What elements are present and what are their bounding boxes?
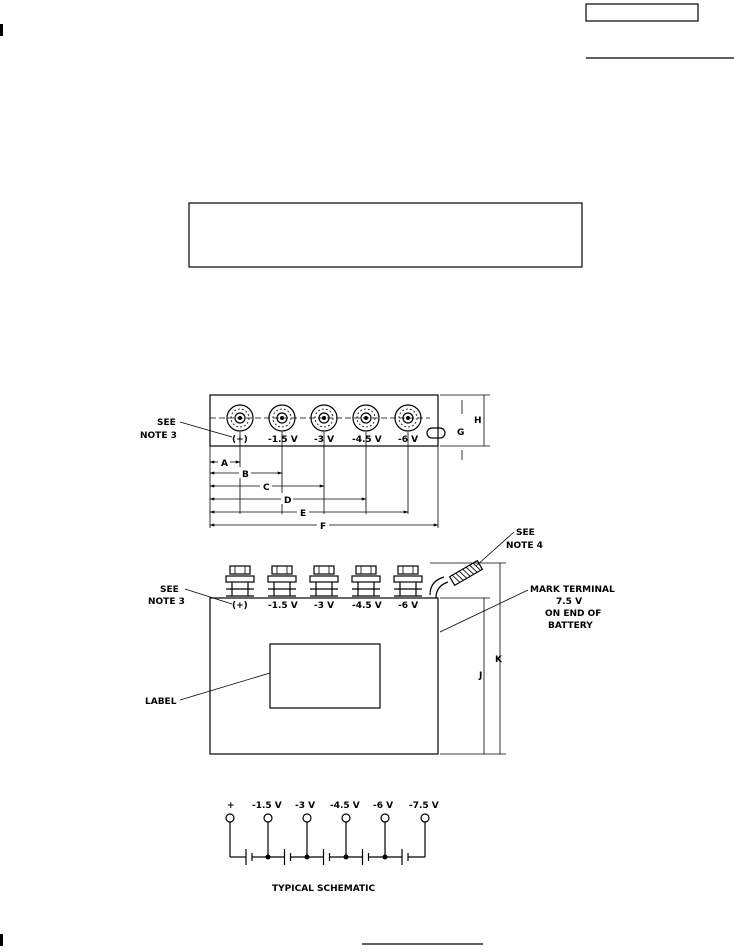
top-terminal-4 [394,404,422,432]
typical-schematic: + -1.5 V -3 V -4.5 V -6 V -7.5 V TYPICAL SCHE… [225,801,439,894]
schematic-caption: TYPICAL SCHEMATIC [272,884,376,894]
front-terminal-4 [393,565,423,597]
top-terminal-0 [226,404,254,432]
top-terminal-label-3: -4.5 V [352,435,382,445]
top-terminal-label-1: -1.5 V [268,435,298,445]
front-terminal-2 [309,565,339,597]
dim-bg-5 [317,519,329,530]
see-note-3-side-line1: SEE [160,585,179,595]
label-area [269,643,381,709]
schematic-node-3 [341,813,351,823]
schematic-label-3: -4.5 V [330,801,360,811]
see-note-4-line1: SEE [516,528,535,538]
mark-terminal-line4: BATTERY [548,621,593,631]
see-note-4-leader [475,531,515,567]
schematic-cell-4 [385,849,425,865]
title-box [188,202,583,268]
schematic-cell-3 [346,849,385,865]
schematic-node-5 [420,813,430,823]
mark-terminal-line2: 7.5 V [556,597,582,607]
dim-bg-4 [297,506,309,517]
schematic-label-0: + [227,801,235,811]
dim-d-letter: D [284,496,291,506]
front-terminal-3 [351,565,381,597]
schematic-label-1: -1.5 V [252,801,282,811]
dim-bg-2 [260,480,272,491]
left-margin-bar-bottom [0,934,3,946]
vent-slot [426,427,446,439]
schematic-cell-0 [230,849,268,865]
dim-j-letter: J [478,671,482,681]
front-terminal-label-2: -3 V [314,601,334,611]
left-margin-bar-top [0,24,3,36]
dim-bg-0 [218,456,230,467]
schematic-label-2: -3 V [295,801,315,811]
schematic-cell-1 [268,849,307,865]
front-view: (+) -1.5 V -3 V -4.5 V -6 V SEE NOTE 3 SEE N… [145,528,615,755]
front-terminal-label-4: -6 V [398,601,418,611]
schematic-node-4 [380,813,390,823]
top-terminal-1 [268,404,296,432]
mark-terminal-line3: ON END OF [545,609,601,619]
label-leader [179,672,271,701]
see-note-3-top-leader [179,421,233,438]
schematic-node-0 [225,813,235,823]
dim-b-letter: B [242,470,249,480]
front-terminal-0 [225,565,255,597]
top-terminal-2 [310,404,338,432]
see-note-3-side-leader [184,588,233,605]
dim-h-letter: H [474,416,482,426]
dim-f-letter: F [320,522,326,532]
front-terminal-label-1: -1.5 V [268,601,298,611]
top-view: SEE NOTE 3 (+)-1.5 V-3 V-4.5 V-6 V ABCDE… [140,394,490,532]
see-note-3-top-line1: SEE [157,418,176,428]
see-note-3-top-line2: NOTE 3 [140,431,177,441]
see-note-4-line2: NOTE 4 [506,541,543,551]
page-number-box [585,3,699,22]
dim-bg-1 [239,467,251,478]
front-terminal-1 [267,565,297,597]
front-terminal-label-0: (+) [232,601,248,611]
terminal-7-5v [429,559,484,599]
front-terminal-label-3: -4.5 V [352,601,382,611]
dim-g-letter: G [457,428,464,438]
label-callout: LABEL [145,697,177,707]
dim-c-letter: C [263,483,270,493]
schematic-label-5: -7.5 V [409,801,439,811]
schematic-cell-2 [307,849,346,865]
schematic-node-1 [263,813,273,823]
top-terminal-3 [352,404,380,432]
schematic-label-4: -6 V [373,801,393,811]
schematic-node-2 [302,813,312,823]
see-note-3-side-line2: NOTE 3 [148,597,185,607]
dim-k-letter: K [495,655,503,665]
dim-e-letter: E [300,509,306,519]
battery-body [209,597,439,755]
dim-a-letter: A [221,459,228,469]
dim-bg-3 [281,493,293,504]
mark-terminal-line1: MARK TERMINAL [530,585,615,595]
